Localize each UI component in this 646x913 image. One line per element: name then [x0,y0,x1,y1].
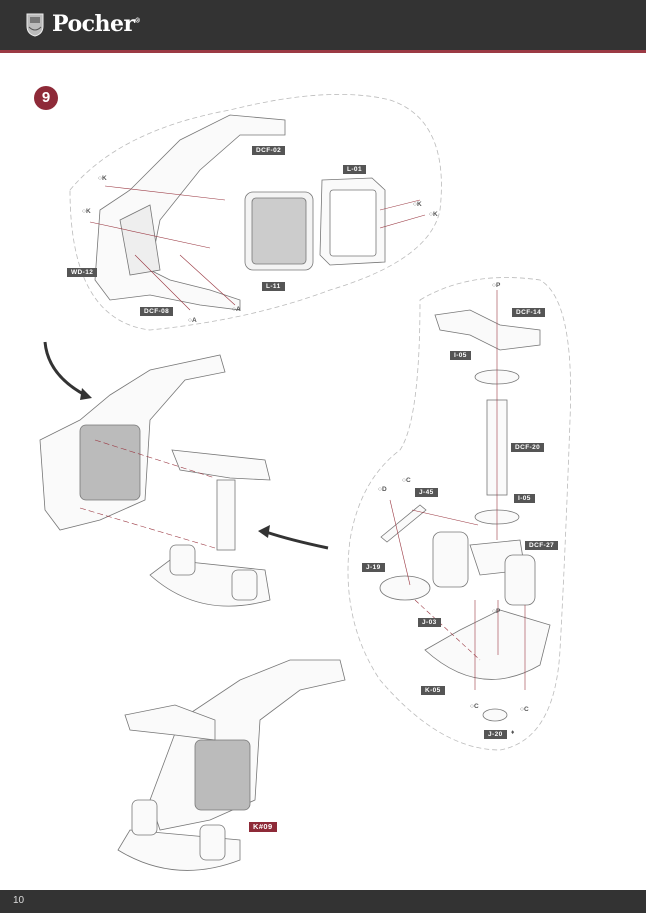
part-label: DCF-02 [252,146,286,155]
brand-logo: Pocher® [52,11,141,37]
group-outline-right [347,277,571,751]
hardware-label-c: ○C [402,477,411,484]
step-number-badge: 9 [34,86,58,110]
footer-bar: 10 [0,890,646,913]
exploded-fork-right [379,309,551,722]
hardware-label-a: ○A [232,306,241,313]
hardware-label-d: ○D [378,486,387,493]
completed-kit-tag: K#09 [249,822,277,832]
part-label: J-20 [484,730,507,739]
part-label: J-45 [415,488,438,497]
leader-lines-top [89,185,426,311]
part-label: DCF-27 [525,541,559,550]
part-label: WD-12 [67,268,98,277]
part-label: I-05 [514,494,535,503]
part-label: I-05 [450,351,471,360]
hardware-label-k: ○K [413,201,422,208]
part-label: DCF-08 [140,307,174,316]
header-bar: Pocher® [0,0,646,53]
shield-crest-icon [26,13,44,37]
radiator-l-11 [244,191,314,271]
part-label: K-05 [421,686,445,695]
fork-assembly-middle [149,449,271,607]
part-label: L-01 [343,165,366,174]
part-label: DCF-20 [511,443,545,452]
part-label: DCF-14 [512,308,546,317]
curved-arrow-icon [43,341,86,397]
hardware-label-c: ○C [520,706,529,713]
curved-arrow-icon [265,530,329,550]
hardware-label-k: ○K [429,211,438,218]
hardware-label-k: ○K [82,208,91,215]
arrow-head-right [258,525,270,538]
part-label: J-03 [418,618,441,627]
alignment-lines-middle [79,439,216,549]
frame-with-radiator [39,354,226,531]
part-label: L-11 [262,282,285,291]
hardware-label-a: ○A [188,317,197,324]
page-number: 10 [13,895,25,906]
part-label: J-19 [362,563,385,572]
hardware-label-c: ○C [470,703,479,710]
hardware-label-p: ○P [492,608,501,615]
leader-lines-right [389,290,526,690]
group-outline-top [69,93,442,331]
final-assembly [117,659,346,871]
arrow-head-left [80,388,92,400]
hardware-label-p: ○P [492,282,501,289]
radiator-cover-l-01 [319,177,386,266]
glue-drop-icon: ♦ [511,729,515,736]
hardware-label-k: ○K [98,175,107,182]
